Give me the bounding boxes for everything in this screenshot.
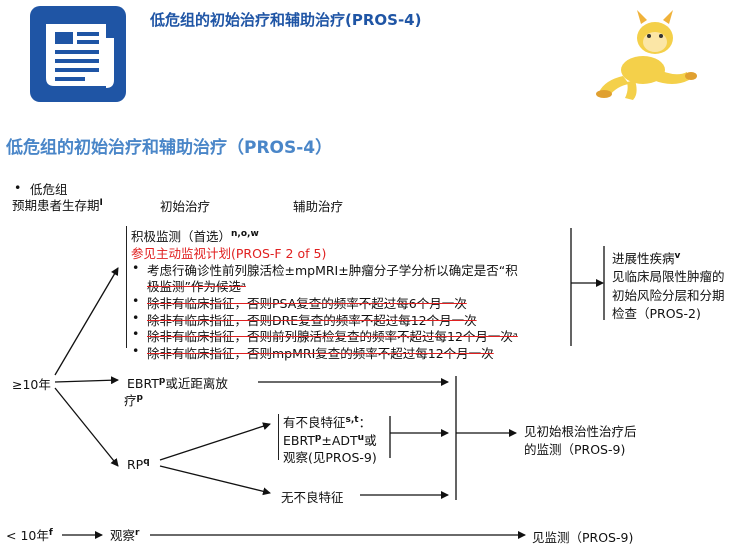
adverse-or: 或: [364, 433, 377, 448]
ebrt-line2-text: 疗: [124, 393, 137, 408]
life-expectancy-text: 预期患者生存期: [12, 198, 100, 213]
observe-label: 观察r: [110, 525, 139, 544]
group-label: 低危组: [30, 182, 68, 197]
as-bullet-1: 考虑行确诊性前列腺活检±mpMRI±肿瘤分子学分析以确定是否“积: [147, 263, 518, 278]
as-bullet-4: 除非有临床指征，否则前列腺活检复查的频率不超过每12个月一次ᵃ: [147, 329, 518, 344]
life-expectancy-label: 预期患者生存期I: [12, 195, 103, 214]
ebrt-line2: 疗p: [124, 390, 143, 409]
as-bullet-3: 除非有临床指征，否则DRE复查的频率不超过每12个月一次: [147, 313, 477, 328]
post-treatment-monitoring-line1: 见初始根治性治疗后: [524, 424, 637, 439]
observe-sup: r: [135, 527, 140, 538]
header-title: 低危组的初始治疗和辅助治疗(PROS-4): [150, 11, 422, 29]
ebrt-line1: EBRTp或近距离放: [127, 373, 228, 392]
active-surveillance-title-text: 积极监测（首选）: [131, 229, 232, 244]
adverse-line1: 有不良特征s,t：: [283, 412, 371, 431]
adverse-line1-rest: ：: [358, 415, 372, 430]
adverse-adt: ±ADT: [321, 433, 358, 448]
ebrt-line2-sup: p: [136, 392, 143, 403]
active-surveillance-title: 积极监测（首选）n,o,w: [131, 226, 259, 245]
adverse-line2: EBRTp±ADTu或: [283, 430, 377, 449]
adjuvant-treatment-header: 辅助治疗: [293, 199, 344, 214]
life-expectancy-sup: I: [99, 197, 103, 208]
progressive-disease-line1: 进展性疾病v: [612, 248, 680, 267]
initial-treatment-header: 初始治疗: [160, 199, 211, 214]
as-bullet-dot-3: •: [132, 310, 140, 325]
progressive-disease-line2: 见临床局限性肿瘤的: [612, 269, 725, 284]
adverse-ebrt: EBRT: [283, 433, 315, 448]
as-bullet-1-cont: 极监测”作为候选ᵃ: [147, 279, 246, 294]
active-surveillance-ref: 参见主动监视计划(PROS-F 2 of 5): [131, 246, 327, 261]
ebrt-rest: 或近距离放: [165, 376, 228, 391]
lt10-label: < 10年f: [6, 525, 53, 544]
post-treatment-monitoring-line2: 的监测（PROS-9): [524, 442, 626, 457]
no-adverse-features: 无不良特征: [281, 490, 344, 505]
ebrt-sup: p: [158, 375, 166, 386]
progressive-disease-line3: 初始风险分层和分期: [612, 288, 725, 303]
active-surveillance-title-sup: n,o,w: [231, 228, 259, 239]
adverse-line3: 观察(见PROS-9): [283, 450, 377, 465]
lt10-text: < 10年: [6, 528, 49, 543]
adverse-line1-sup: s,t: [345, 414, 359, 425]
lt10-sup: f: [48, 527, 53, 538]
adverse-line1-text: 有不良特征: [283, 415, 346, 430]
monitoring-result: 见监测（PROS-9): [532, 530, 634, 545]
ebrt-text: EBRT: [127, 376, 159, 391]
as-bullet-5: 除非有临床指征，否则mpMRI复查的频率不超过每12个月一次: [147, 346, 494, 361]
observe-text: 观察: [110, 528, 136, 543]
adverse-ebrt-sup: p: [314, 432, 322, 443]
as-bullet-dot-5: •: [132, 343, 140, 358]
as-bullet-dot-4: •: [132, 326, 140, 341]
active-surveillance-box: [126, 226, 567, 348]
rp-sup: q: [143, 457, 150, 467]
ge10-label: ≥10年: [12, 377, 51, 392]
as-bullet-dot-1: •: [132, 260, 140, 275]
as-bullet-2: 除非有临床指征，否则PSA复查的频率不超过每6个月一次: [147, 296, 467, 311]
progressive-disease-sup: v: [674, 250, 681, 261]
newspaper-icon: [28, 4, 128, 104]
progressive-disease-line4: 检查（PROS-2): [612, 306, 701, 321]
adverse-adt-sup: u: [357, 432, 365, 443]
progressive-disease-text: 进展性疾病: [612, 251, 675, 266]
page-title: 低危组的初始治疗和辅助治疗（PROS-4）: [6, 138, 333, 158]
rp-text: RP: [127, 457, 144, 473]
adverse-features-box: [278, 414, 389, 460]
rp-label: RPq: [127, 457, 150, 472]
mascot-figure: [595, 8, 715, 103]
group-bullet: •: [14, 180, 22, 195]
as-bullet-dot-2: •: [132, 293, 140, 308]
